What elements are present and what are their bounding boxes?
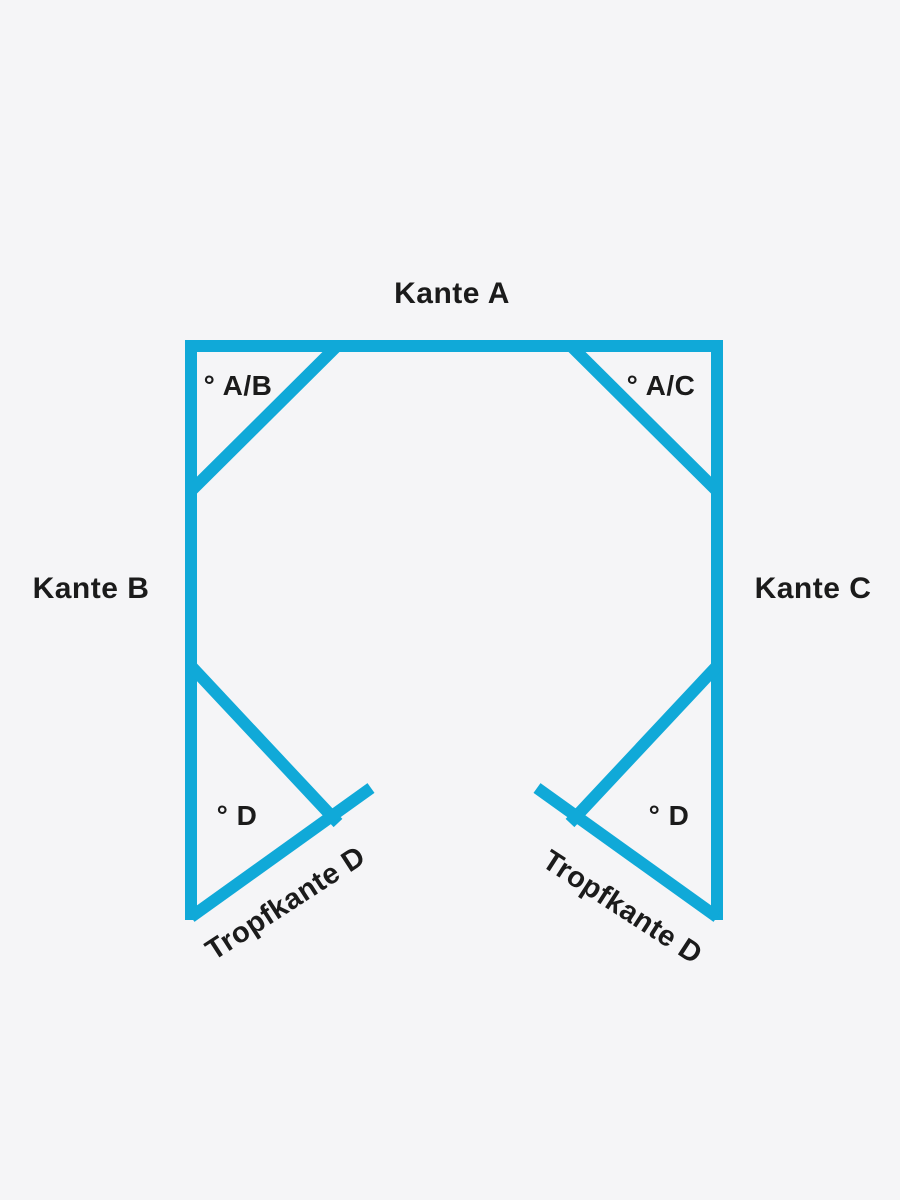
label-kante-b: Kante B (32, 572, 150, 605)
label-kante-a: Kante A (394, 277, 510, 310)
fold-d-left-line (186, 661, 343, 828)
miter-ac-line (565, 340, 722, 496)
fold-d-right-line (565, 661, 722, 828)
label-angle-d-left: ° D (216, 800, 258, 831)
label-kante-c: Kante C (754, 572, 872, 605)
drip-edge-d-right-line (533, 783, 721, 922)
diagram-lines (185, 340, 723, 922)
drip-edge-d-left-line (187, 783, 375, 922)
label-angle-ac: ° A/C (626, 370, 696, 401)
miter-ab-line (186, 340, 343, 496)
label-angle-ab: ° A/B (203, 370, 273, 401)
label-angle-d-right: ° D (648, 800, 690, 831)
